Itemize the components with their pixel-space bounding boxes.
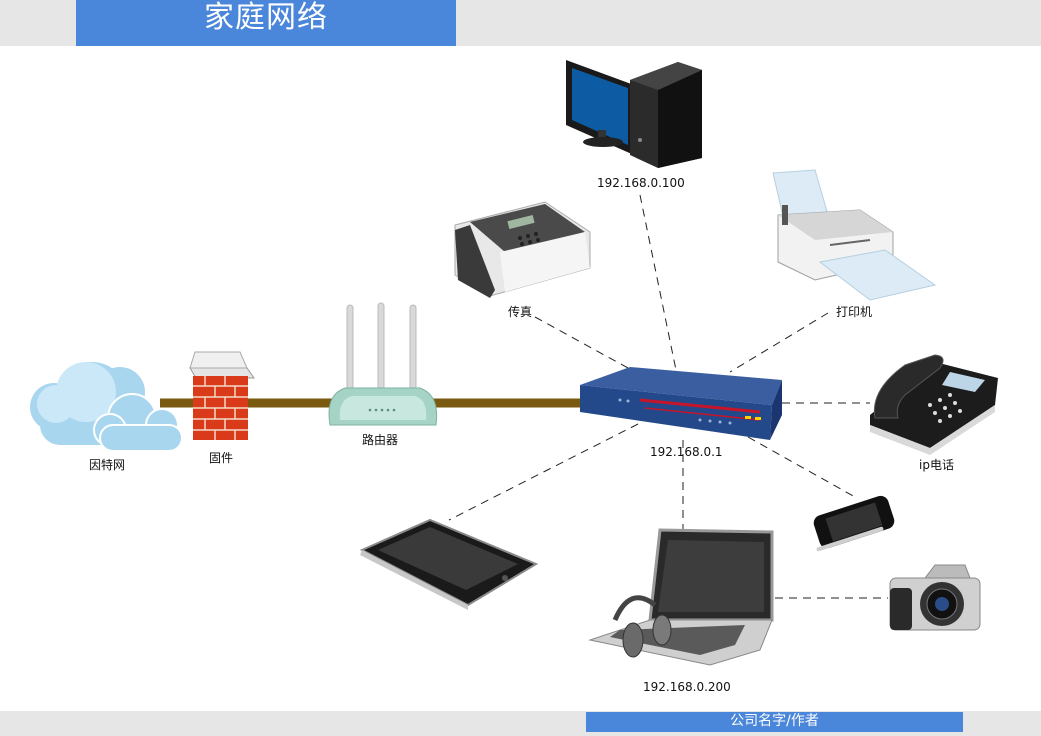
title-box (76, 0, 456, 46)
network-switch-icon (580, 367, 782, 440)
footer-author: 公司名字/作者 (586, 712, 963, 732)
label-printer: 打印机 (836, 305, 873, 319)
link-printer (729, 312, 829, 373)
label-internet: 因特网 (89, 458, 126, 472)
ip-phone-icon (870, 354, 998, 455)
link-smartphone (747, 436, 856, 498)
smartphone-icon (813, 495, 895, 552)
label-fax: 传真 (508, 305, 533, 319)
link-fax (534, 316, 629, 369)
firewall-icon (189, 351, 255, 440)
printer-icon (772, 169, 937, 301)
fax-machine-icon (454, 201, 591, 298)
label-router: 路由器 (362, 433, 399, 447)
page-title: 家庭网络 (204, 0, 328, 35)
label-desktop-ip: 192.168.0.100 (597, 176, 685, 190)
cloud-icon (30, 362, 183, 452)
link-tablet (448, 423, 639, 521)
label-ip-phone: ip电话 (919, 458, 954, 472)
label-switch-ip: 192.168.0.1 (650, 445, 723, 459)
label-laptop-ip: 192.168.0.200 (643, 680, 731, 694)
tablet-icon (359, 518, 539, 610)
link-desktop (639, 194, 677, 371)
label-firewall: 固件 (209, 451, 234, 465)
laptop-icon (588, 528, 774, 666)
camera-icon (889, 564, 981, 631)
router-icon (328, 302, 438, 426)
headphones-icon (612, 595, 672, 658)
desktop-computer-icon (566, 60, 702, 168)
